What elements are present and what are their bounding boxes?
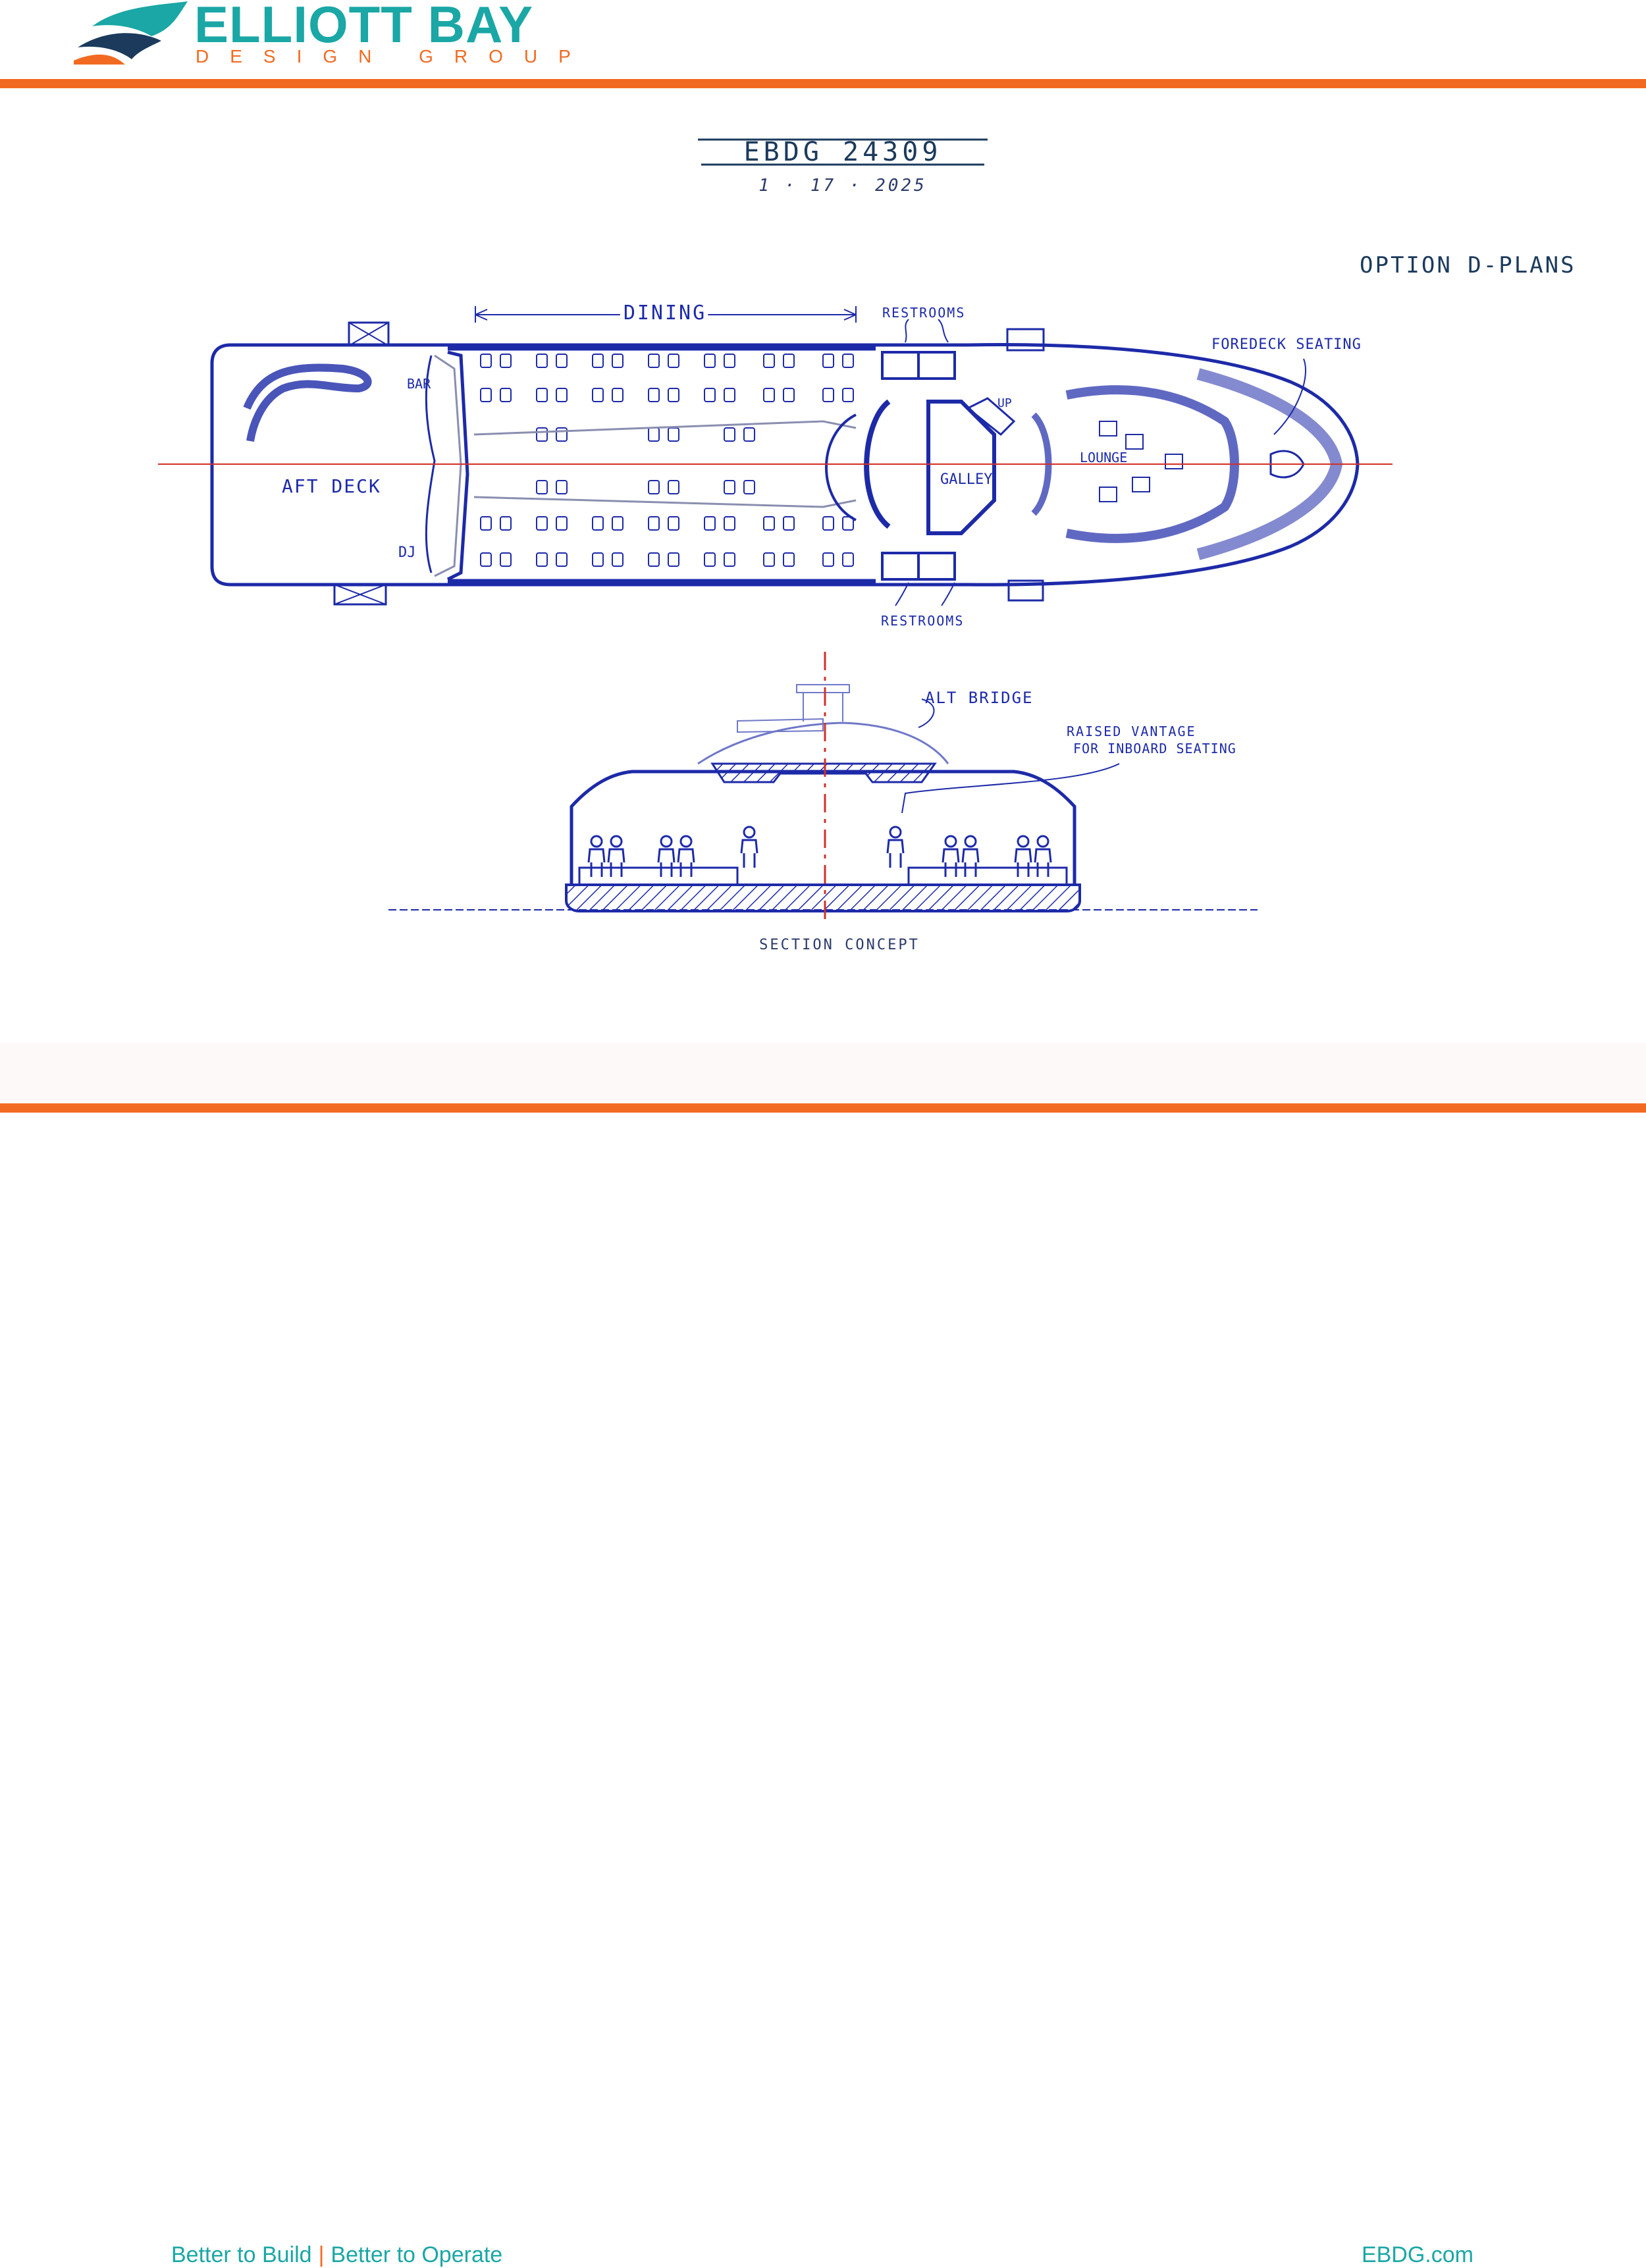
label-inboard-seating: FOR INBOARD SEATING bbox=[1073, 741, 1236, 756]
footer-tagline: Better to Build|Better to Operate bbox=[171, 2242, 502, 2268]
title-block: EBDG 24309 1 · 17 · 2025 OPTION D-PLANS bbox=[698, 137, 1576, 278]
label-section-concept: SECTION CONCEPT bbox=[759, 937, 920, 953]
label-aft-deck: AFT DECK bbox=[282, 475, 381, 497]
label-alt-bridge: ALT BRIDGE bbox=[925, 689, 1034, 707]
section-hull bbox=[565, 883, 1081, 912]
tagline-right: Better to Operate bbox=[331, 2242, 503, 2267]
tagline-left: Better to Build bbox=[171, 2242, 312, 2267]
galley-outline bbox=[926, 400, 996, 535]
tagline-separator: | bbox=[318, 2242, 325, 2267]
hull-outline bbox=[210, 342, 1360, 587]
label-foredeck-seating: FOREDECK SEATING bbox=[1211, 336, 1362, 353]
company-logo: ELLIOTT BAY DESIGN GROUP bbox=[72, 0, 571, 76]
brand-subtitle: DESIGN GROUP bbox=[196, 46, 592, 66]
option-title: OPTION D-PLANS bbox=[1360, 252, 1576, 278]
footer-band bbox=[0, 1043, 1646, 1103]
dining-seating bbox=[473, 354, 857, 567]
header-rule bbox=[0, 79, 1646, 88]
label-raised-vantage: RAISED VANTAGE bbox=[1067, 724, 1196, 739]
label-dining: DINING bbox=[624, 302, 706, 325]
logo-wave-icon bbox=[74, 1, 188, 65]
sheet-date: 1 · 17 · 2025 bbox=[758, 176, 927, 196]
label-restrooms-bottom: RESTROOMS bbox=[881, 613, 964, 629]
label-lounge: LOUNGE bbox=[1080, 450, 1127, 465]
footer-website-link[interactable]: EBDG.com bbox=[1361, 2242, 1473, 2267]
label-up: UP bbox=[997, 396, 1012, 410]
sketch-sheet: EBDG 24309 1 · 17 · 2025 OPTION D-PLANS bbox=[0, 88, 1646, 1043]
page-footer: Better to Build|Better to Operate EBDG.c… bbox=[0, 1113, 1646, 2267]
project-number: EBDG 24309 bbox=[744, 137, 942, 167]
deck-plan: DINING RESTROOMS RESTROOMS FOREDECK SEAT… bbox=[158, 297, 1393, 629]
sketch-svg: EBDG 24309 1 · 17 · 2025 OPTION D-PLANS bbox=[158, 137, 1576, 953]
brand-name: ELLIOTT BAY bbox=[194, 0, 534, 53]
label-galley: GALLEY bbox=[940, 471, 992, 488]
footer-rule bbox=[0, 1103, 1646, 1113]
label-restrooms-top: RESTROOMS bbox=[882, 305, 965, 321]
page-header: ELLIOTT BAY DESIGN GROUP bbox=[0, 0, 1646, 79]
label-bar: BAR bbox=[407, 376, 431, 392]
label-dj: DJ bbox=[398, 544, 416, 561]
section-concept: ALT BRIDGE RAISED VANTAGE FOR INBOARD SE… bbox=[388, 652, 1258, 953]
